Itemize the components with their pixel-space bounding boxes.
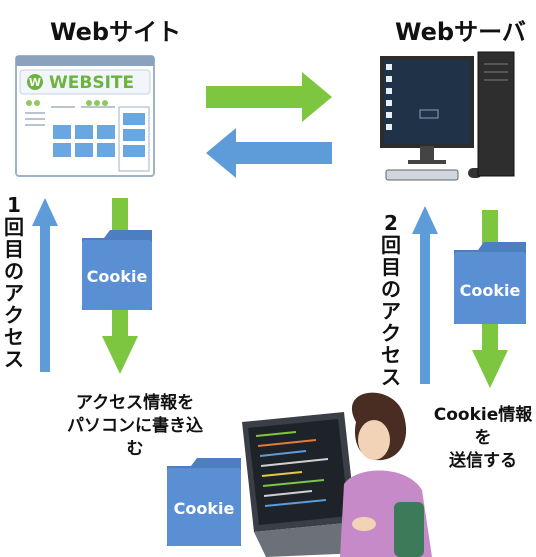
cookie-folder-right: Cookie (454, 242, 526, 324)
second-access-arrow (412, 206, 438, 384)
server-tower (477, 51, 515, 177)
website-illustration: W WEBSITE (15, 55, 155, 177)
exchange-arrows (206, 72, 332, 178)
caption-right-line-1: Cookie情報を (433, 405, 533, 448)
first-access-label: 1 回 目 の ア ク セ ス (4, 193, 24, 371)
monitor (380, 56, 474, 148)
server-title: Webサーバ (395, 18, 526, 46)
caption-left: アクセス情報を パソコンに書き込む (60, 392, 210, 461)
arrow-to-server (206, 72, 332, 122)
logo-letter: W (29, 76, 41, 89)
face (358, 420, 390, 460)
caption-left-line-1: アクセス情報を (75, 393, 195, 413)
website-title: Webサイト (50, 18, 182, 46)
caption-right-line-2: 送信する (449, 451, 517, 471)
chair (394, 502, 424, 557)
hand (352, 517, 376, 531)
cookie-label-bottom: Cookie (174, 499, 235, 518)
second-access-label: 2 回 目 の ア ク セ ス (381, 211, 401, 389)
cookie-folder-left: Cookie (82, 230, 152, 310)
arrow-to-website (206, 128, 332, 178)
cookie-folder-bottom: Cookie (167, 458, 241, 546)
logo-text: WEBSITE (49, 73, 134, 93)
keyboard (385, 169, 459, 181)
caption-right: Cookie情報を 送信する (428, 404, 536, 473)
first-access-arrow (32, 198, 58, 372)
logo-badge (27, 74, 43, 90)
cookie-label-right: Cookie (460, 281, 521, 300)
laptop-user-illustration (242, 392, 432, 557)
cookie-label-left: Cookie (87, 267, 148, 286)
server-illustration (380, 51, 515, 181)
caption-left-line-2: パソコンに書き込む (67, 416, 203, 459)
